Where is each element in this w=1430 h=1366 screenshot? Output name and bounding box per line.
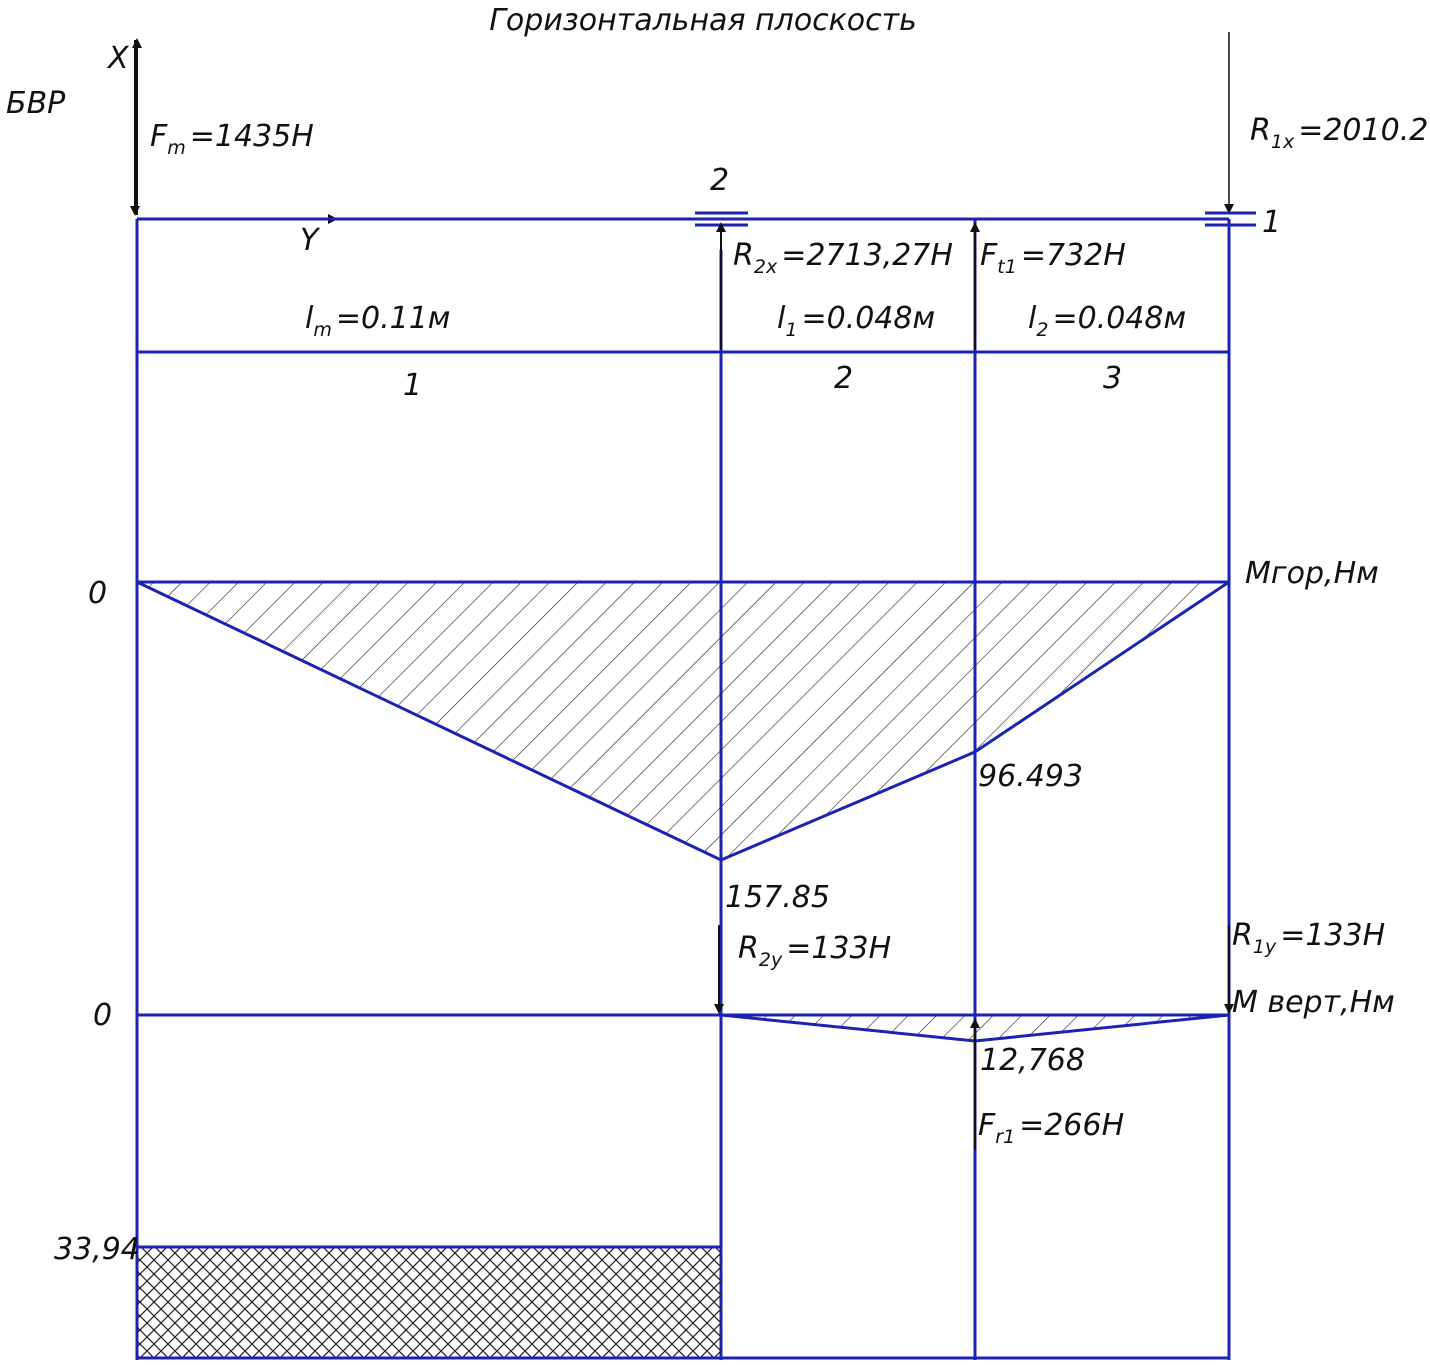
support-1-label: 1 (1262, 205, 1281, 240)
vertical-moment-value-force: 12,768 (980, 1043, 1085, 1078)
torque-diagram (137, 1245, 721, 1358)
horizontal-moment-title: Mгор,Нм (1245, 556, 1379, 591)
section-1-label: 1 (403, 368, 422, 403)
l2-label: l2=0.048м (1028, 301, 1186, 341)
header-label: БВР (6, 86, 66, 121)
vertical-moment-diagram (137, 1013, 1230, 1043)
horizontal-moment-outline (136, 580, 1230, 862)
r1x-label: R1x=2010.27Н (1250, 113, 1430, 153)
lm-label: lm=0.11м (305, 301, 450, 341)
torque-value-label: 33,94 (54, 1232, 140, 1267)
torque-area (137, 1247, 721, 1358)
horizontal-moment-value-support: 157.85 (725, 880, 830, 915)
horizontal-moment-value-force: 96.493 (978, 759, 1083, 794)
fm-label: Fm=1435Н (150, 119, 314, 159)
x-axis-label: X (106, 41, 130, 76)
y-axis-label: Y (300, 223, 321, 258)
vertical-moment-title: M верт,Нм (1232, 985, 1395, 1020)
horizontal-moment-area (137, 582, 1229, 860)
diagram-title: Горизонтальная плоскость (489, 3, 917, 38)
vertical-moment-outline (137, 1013, 1230, 1043)
section-3-label: 3 (1103, 361, 1122, 396)
support-2-label: 2 (710, 163, 729, 198)
r2y-label: R2y=133Н (738, 931, 891, 971)
ft1-label: Ft1=732Н (980, 238, 1126, 278)
vertical-moment-area (137, 1015, 1229, 1041)
horizontal-moment-zero: 0 (88, 576, 107, 611)
vertical-moment-zero: 0 (93, 998, 112, 1033)
section-2-label: 2 (834, 361, 853, 396)
horizontal-moment-diagram (136, 580, 1230, 862)
r1y-label: R1y=133Н (1232, 918, 1385, 958)
fr1-label: Fr1=266Н (978, 1108, 1124, 1148)
l1-label: l1=0.048м (777, 301, 935, 341)
r2x-label: R2x=2713,27Н (733, 238, 953, 278)
